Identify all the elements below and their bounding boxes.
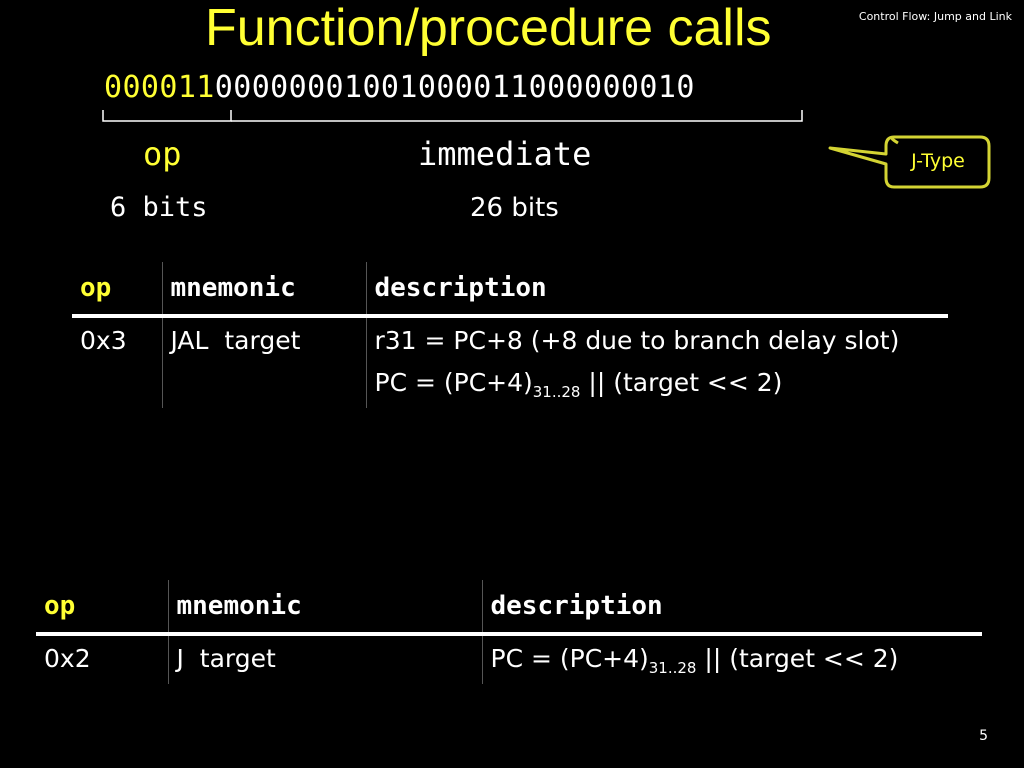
immediate-label: immediate [418,135,592,173]
immediate-size: 26 bits [470,193,559,223]
page-number: 5 [979,728,988,744]
instruction-bits: 00001100000001001000011000000010 [104,68,695,108]
col-header-description: description [481,580,982,636]
callout-label: J-Type [911,150,965,172]
op-size: 6 bits [110,192,208,223]
field-brackets [102,110,803,122]
header-note: Control Flow: Jump and Link [858,10,1012,23]
col-header-op: op [72,262,162,318]
slide-title: Function/procedure calls [205,0,772,57]
jal-table: op mnemonic description 0x3 JAL target r… [72,262,948,408]
table-header-row: op mnemonic description [72,262,948,318]
col-header-mnemonic: mnemonic [161,262,366,318]
col-header-description: description [365,262,948,318]
col-header-mnemonic: mnemonic [167,580,482,636]
table-row: 0x2 J target PC = (PC+4)31..28 || (targe… [36,634,982,684]
desc-line-1: r31 = PC+8 (+8 due to branch delay slot) [374,326,900,355]
cell-description: PC = (PC+4)31..28 || (target << 2) [481,634,982,684]
cell-description: r31 = PC+8 (+8 due to branch delay slot)… [365,316,948,408]
cell-mnemonic: JAL target [161,316,366,408]
cell-op: 0x3 [80,326,127,355]
desc-line-2: PC = (PC+4)31..28 || (target << 2) [374,368,783,401]
j-type-callout [828,135,991,189]
immediate-bracket [231,110,803,122]
table-row: 0x3 JAL target r31 = PC+8 (+8 due to bra… [72,316,948,408]
op-label: op [143,135,182,173]
j-table: op mnemonic description 0x2 J target PC … [36,580,982,684]
col-header-op: op [36,580,168,636]
cell-op: 0x2 [44,644,91,673]
cell-mnemonic: J target [167,634,482,684]
immediate-bits: 00000001001000011000000010 [214,70,695,105]
table-header-row: op mnemonic description [36,580,982,636]
op-bracket [102,110,232,122]
op-bits: 000011 [104,70,215,105]
